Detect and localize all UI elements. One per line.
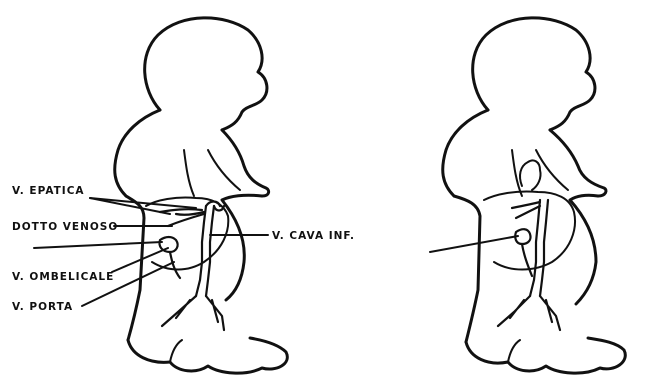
right-head-outline [473, 18, 595, 130]
left-arm-outline [222, 130, 269, 196]
right-back-outline [443, 110, 488, 196]
right-vessels [498, 200, 560, 330]
left-leg-outline [128, 338, 287, 373]
leader-vena-porta [82, 262, 174, 306]
left-knee-fold [170, 340, 182, 362]
right-torso-outline [454, 196, 480, 342]
left-torso-front [222, 195, 262, 300]
left-labels: V. EPATICA DOTTO VENOSO V. CAVA INF. V. … [12, 185, 355, 313]
left-back-outline [115, 110, 160, 196]
left-vena-porta [170, 252, 180, 278]
right-vena-cava-inferiore-wall [540, 200, 548, 296]
right-leg-outline [466, 338, 625, 373]
left-infant-figure [115, 18, 288, 373]
left-arm-fold [208, 150, 240, 190]
left-vena-cava-inferiore [196, 206, 206, 296]
left-head-outline [145, 18, 267, 130]
left-iliac-vessels [162, 296, 224, 330]
right-knee-fold [508, 340, 520, 362]
label-vena-epatica: V. EPATICA [12, 185, 85, 197]
right-liver-outline [484, 191, 575, 269]
right-dotto-venoso [516, 206, 540, 218]
right-iliac-vessels [498, 296, 560, 330]
right-vena-porta [522, 244, 532, 276]
left-torso-outline [126, 196, 144, 340]
label-vena-cava-inferiore: V. CAVA INF. [272, 230, 355, 242]
leader-vena-epatica-2 [90, 198, 196, 208]
label-vena-ombelicale: V. OMBELICALE [12, 271, 114, 283]
right-heart-outline [520, 160, 541, 190]
left-vessels [159, 202, 224, 331]
right-umbilical-pointer [430, 236, 518, 252]
right-infant-figure [443, 18, 626, 373]
right-vena-cava-inferiore [530, 200, 540, 296]
right-leader-lines [430, 236, 518, 252]
left-vena-cava-inferiore-wall [206, 206, 214, 296]
label-vena-porta: V. PORTA [12, 301, 73, 313]
right-arm-outline [550, 130, 606, 196]
label-dotto-venoso: DOTTO VENOSO [12, 221, 118, 233]
left-shoulder-fold [184, 150, 194, 196]
